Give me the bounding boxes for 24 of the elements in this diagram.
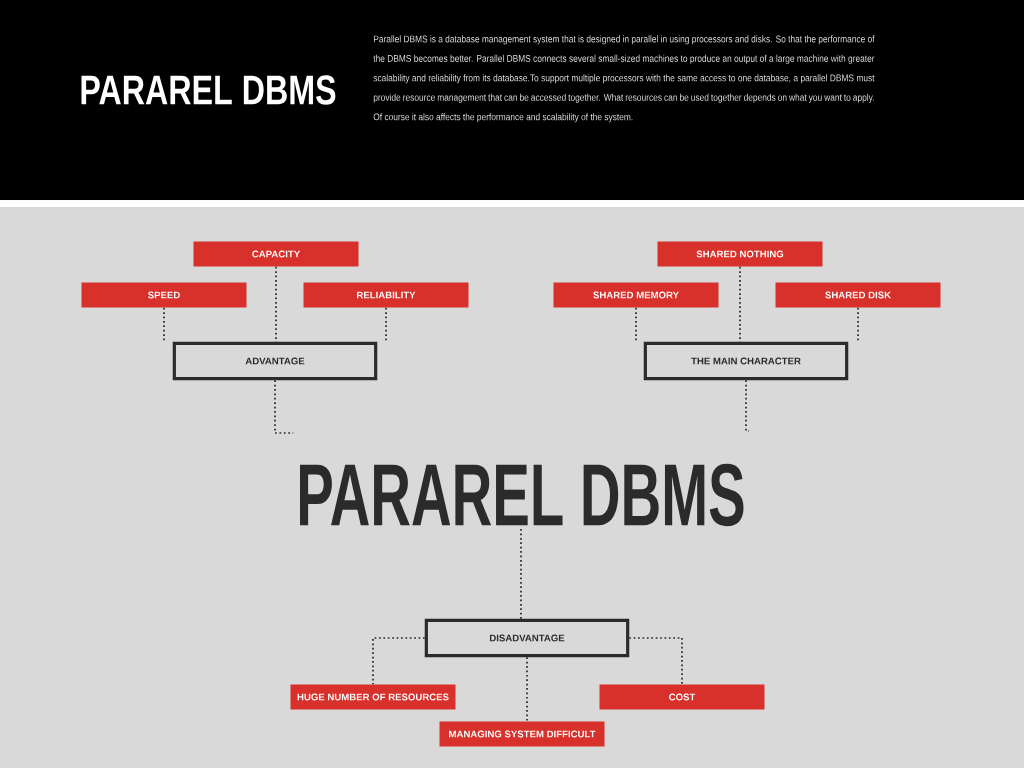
dotted-connector <box>385 306 387 343</box>
dotted-connector <box>526 656 528 723</box>
category-box: SPEED <box>81 282 247 308</box>
category-box: RELIABILITY <box>303 282 469 308</box>
description-paragraph: Parallel DBMS is a database management system that is designed in parallel in using processors and disks. So that the performance of the DBMS becomes better. Parallel DBMS connects several small-sized machines to produce an output of a large machine with greater scalability and reliability from its database.To support multiple processors with the same access to one database, a parallel DBMS must provide resource management that can be accessed together. What resources can be used together depends on what you want to apply. Of course it also affects the performance and scalability of the system. <box>373 35 875 123</box>
category-box: SHARED MEMORY <box>553 282 719 308</box>
heading-box: DISADVANTAGE <box>424 618 630 658</box>
category-box: CAPACITY <box>193 241 359 267</box>
dotted-connector <box>628 637 683 686</box>
category-box: COST <box>599 684 765 710</box>
dotted-connector <box>163 306 165 343</box>
category-box: HUGE NUMBER OF RESOURCES <box>290 684 456 710</box>
dotted-connector <box>857 306 859 343</box>
category-box: MANAGING SYSTEM DIFFICULT <box>439 721 605 747</box>
category-box: SHARED NOTHING <box>657 241 823 267</box>
dotted-connector <box>520 528 522 620</box>
dotted-connector <box>745 379 750 432</box>
dotted-connector <box>372 637 426 686</box>
dotted-connector <box>635 306 637 343</box>
header-title: PARAREL DBMS <box>81 75 336 105</box>
category-box: SHARED DISK <box>775 282 941 308</box>
center-title: PARAREL DBMS <box>300 463 744 527</box>
heading-box: THE MAIN CHARACTER <box>643 341 849 381</box>
heading-box: ADVANTAGE <box>172 341 378 381</box>
